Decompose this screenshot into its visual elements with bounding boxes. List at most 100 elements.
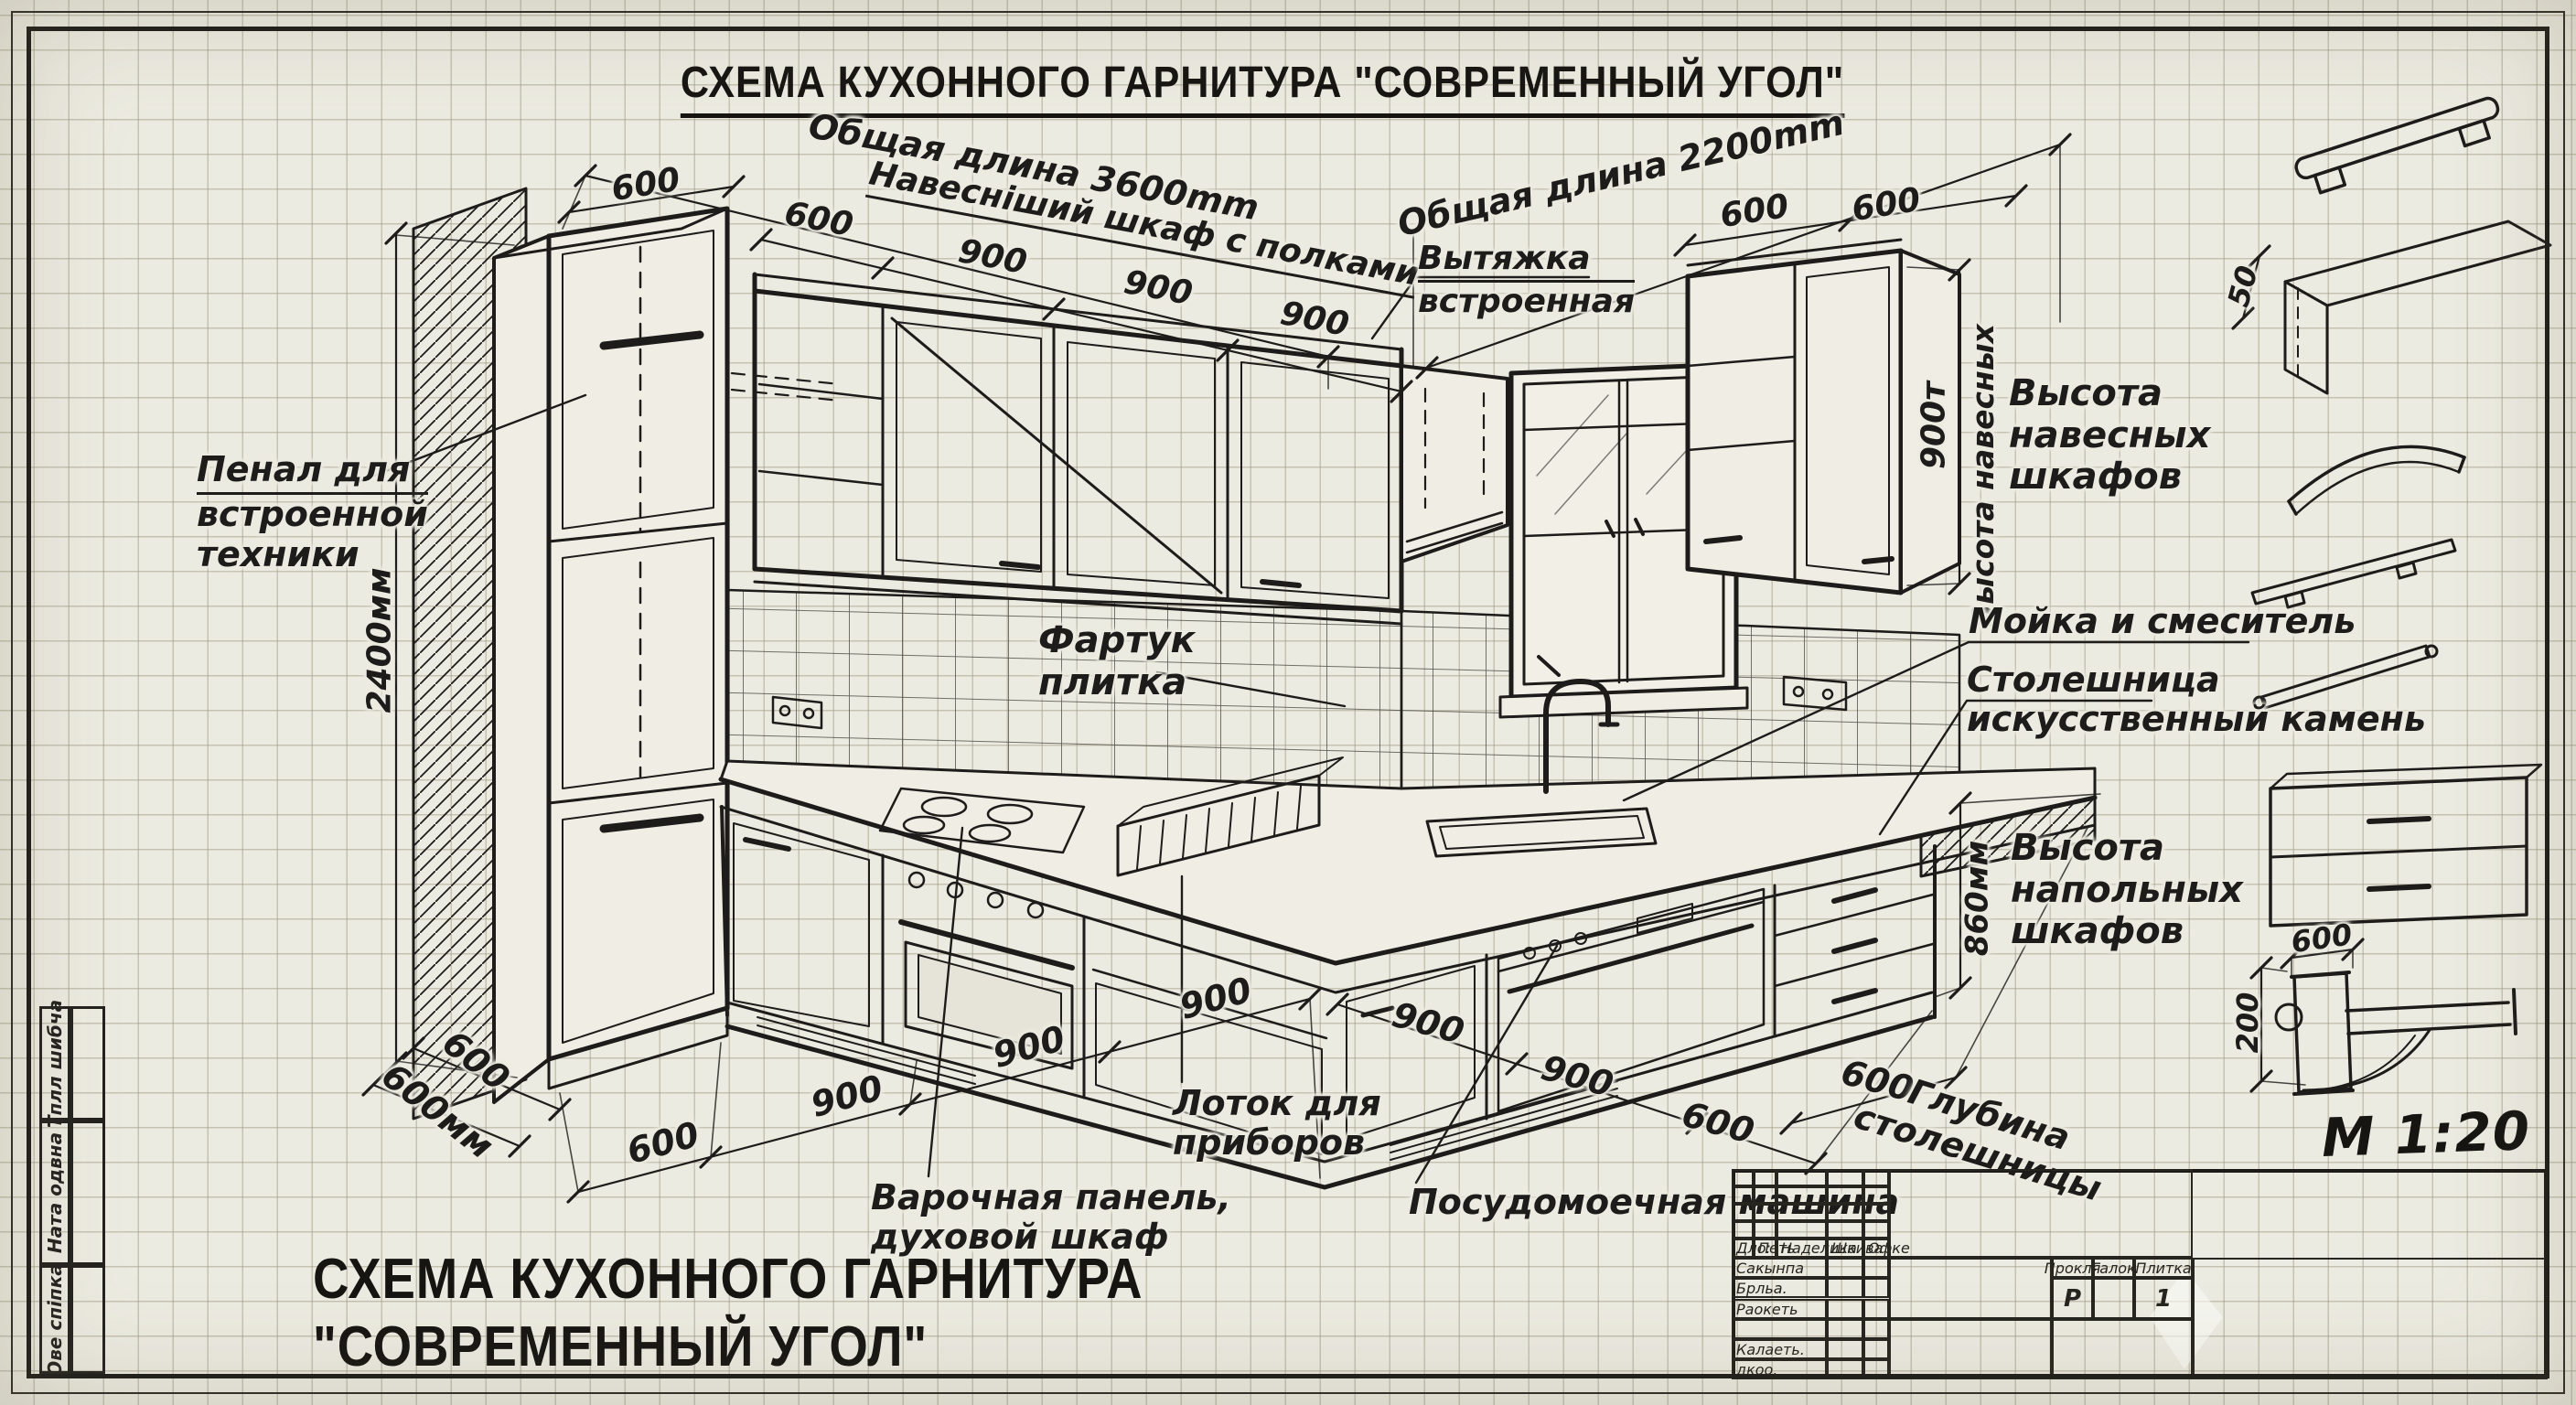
- slim-bar-handle-sketch: [2252, 644, 2439, 710]
- annotation-line: встроенная: [1418, 283, 1636, 321]
- annotation-line: духовой шкаф: [871, 1217, 1169, 1258]
- right-wall-cabinets: [1685, 238, 1961, 595]
- stamp-cell: [1863, 1186, 1889, 1204]
- curved-handle-sketch: [2287, 445, 2466, 516]
- annotation-dim-200-sketch: 200: [2229, 992, 2265, 1054]
- margin-cell-label: Ове спіпка: [39, 1263, 70, 1376]
- scale-note: М 1:20: [2320, 1099, 2532, 1169]
- stamp-cell: [1863, 1169, 1889, 1186]
- stamp-cell: [1827, 1169, 1863, 1186]
- annotation-line: 200: [2229, 992, 2265, 1054]
- stamp-cell: [1863, 1339, 1889, 1359]
- side-sketches: [2250, 96, 2552, 1096]
- annotation-line: Лоток для: [1173, 1083, 1381, 1123]
- stamp-cell: [1754, 1221, 1776, 1239]
- stamp-cell: [1827, 1258, 1863, 1278]
- stamp-cell: Калаеть.: [1732, 1339, 1827, 1359]
- annotation-label-sink: Мойка и смеситель: [1969, 601, 2356, 641]
- stamp-cell: [1827, 1186, 1863, 1204]
- annotation-line: Фартук: [1038, 619, 1196, 661]
- stamp-cell: [1827, 1359, 1863, 1379]
- annotation-line: шкафов: [2011, 910, 2184, 953]
- cutlery-tray: [1116, 756, 1344, 877]
- stamp-cell: Сакынпа: [1732, 1258, 1827, 1278]
- stamp-cell: [2093, 1278, 2134, 1319]
- stamp-cell: [1754, 1186, 1776, 1204]
- margin-cell-empty: [70, 1265, 105, 1374]
- stamp-cell: [1827, 1299, 1863, 1319]
- stamp-cell: [1827, 1221, 1863, 1239]
- stamp-cell: Раокеть: [1732, 1299, 1827, 1319]
- stamp-cell: [1863, 1278, 1889, 1298]
- stamp-cell: Плитка: [2134, 1258, 2193, 1278]
- annotation-label-upper-height-vert: Высота навесных: [1965, 324, 2002, 627]
- annotation-dim-900t: 900т: [1915, 381, 1952, 469]
- annotation-line: 2400мм: [360, 567, 399, 713]
- stamp-cell: Наделика: [1776, 1239, 1857, 1258]
- annotation-line: Высота: [2009, 372, 2163, 414]
- annotation-line: Столешница: [1967, 660, 2220, 700]
- stamp-cell: Прокля: [2044, 1258, 2101, 1278]
- stamp-cell: Офке: [1863, 1239, 1910, 1258]
- stamp-cell: Галок: [2091, 1258, 2136, 1278]
- dimension-ticks: [361, 133, 2365, 1204]
- annotation-label-cooktop-oven: Варочная панель,духовой шкаф: [871, 1177, 1231, 1258]
- cooktop: [878, 787, 1086, 854]
- stamp-cell: [1863, 1221, 1889, 1239]
- stamp-cell: Брльа.: [1732, 1278, 1827, 1298]
- stamp-cell: дкоо.: [1732, 1359, 1827, 1379]
- tall-cabinet: [492, 206, 730, 1104]
- annotation-line: 860мм: [1959, 840, 1996, 957]
- stamp-cell: [1827, 1319, 1863, 1339]
- margin-cell-label: Тплл шибча: [39, 999, 70, 1128]
- stamp-cell: [1776, 1221, 1827, 1239]
- annotation-line: приборов: [1173, 1122, 1366, 1164]
- stamp-cell: [1776, 1169, 1827, 1186]
- stamp-cell: [1732, 1186, 1754, 1204]
- annotation-dim-2400: 2400мм: [360, 567, 398, 713]
- window: [1498, 361, 1749, 719]
- base-cabinets: [720, 805, 1937, 1190]
- annotation-line: навесных: [2009, 413, 2211, 456]
- annotation-line: Вытяжка: [1418, 240, 1636, 284]
- upper-cabinets: [730, 272, 1404, 626]
- annotation-line: искусственный камень: [1967, 699, 2426, 740]
- stamp-cell: [1827, 1204, 1863, 1221]
- stamp-cell: [2052, 1319, 2193, 1379]
- leader-lines: [355, 275, 2250, 1185]
- margin-cell-empty: [70, 1121, 105, 1265]
- stamp-cell: [1863, 1204, 1889, 1221]
- stamp-cell: Р: [2052, 1278, 2093, 1319]
- annotation-line: техники: [197, 533, 360, 574]
- stamp-cell: [1827, 1278, 1863, 1298]
- power-outlets: [771, 675, 1848, 730]
- stamp-cell: [1889, 1169, 2193, 1258]
- sink-faucet: [1425, 655, 1658, 858]
- countertop: [718, 759, 2098, 994]
- stamp-cell: Дло:: [1732, 1239, 1771, 1258]
- drawer-unit-sketch: [2269, 763, 2543, 928]
- stamp-cell: [1732, 1169, 1754, 1186]
- stamp-cell: [1776, 1204, 1827, 1221]
- margin-label: Ната одвна: [44, 1132, 66, 1254]
- annotation-line: Высота навесных: [1965, 324, 2002, 627]
- bottom-title-line2: "СОВРЕМЕННЫЙ УГОЛ": [313, 1315, 928, 1379]
- annotation-line: Высота: [2011, 827, 2165, 869]
- faucet-sketch: [2274, 971, 2517, 1096]
- stamp-cell: [1776, 1186, 1827, 1204]
- annotation-dim-860: 860мм: [1959, 840, 1996, 957]
- rail-handle-sketch: [2250, 538, 2457, 609]
- annotation-line: 900т: [1915, 381, 1953, 470]
- stamp-cell: [1732, 1204, 1754, 1221]
- stamp-cell: Шкива: [1827, 1239, 1883, 1258]
- annotation-line: шкафов: [2009, 456, 2183, 499]
